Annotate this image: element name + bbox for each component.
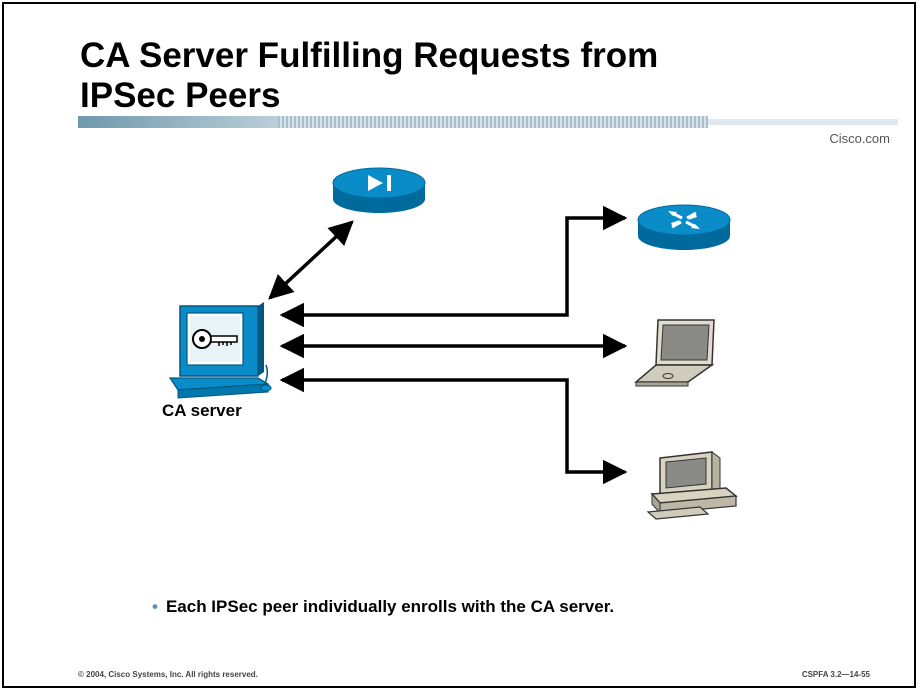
slide-code-footer: CSPFA 3.2—14-55 xyxy=(801,670,870,679)
copyright-footer: © 2004, Cisco Systems, Inc. All rights r… xyxy=(78,670,258,679)
slide-title-line-2: IPSec Peers xyxy=(80,76,281,115)
link-ca-to-workstation xyxy=(279,367,628,485)
bullet-text: Each IPSec peer individually enrolls wit… xyxy=(165,597,615,616)
router-icon xyxy=(637,204,731,250)
cisco-brand-label: Cisco.com xyxy=(829,131,890,146)
slide-title: CA Server Fulfilling Requests from IPSec… xyxy=(80,36,658,116)
slide-title-line-1: CA Server Fulfilling Requests from xyxy=(80,36,659,75)
link-ca-to-router xyxy=(279,205,628,328)
bullet-item: • Each IPSec peer individually enrolls wi… xyxy=(152,597,614,617)
link-ca-to-vpn-concentrator xyxy=(268,220,354,300)
laptop-icon xyxy=(633,319,715,387)
ca-server-label: CA server xyxy=(162,401,242,420)
vpn-concentrator-icon xyxy=(332,167,426,213)
bullet-icon: • xyxy=(152,597,158,616)
ca-server-computer-icon xyxy=(168,302,272,399)
workstation-icon xyxy=(646,451,738,520)
title-underline-bar xyxy=(78,116,898,128)
